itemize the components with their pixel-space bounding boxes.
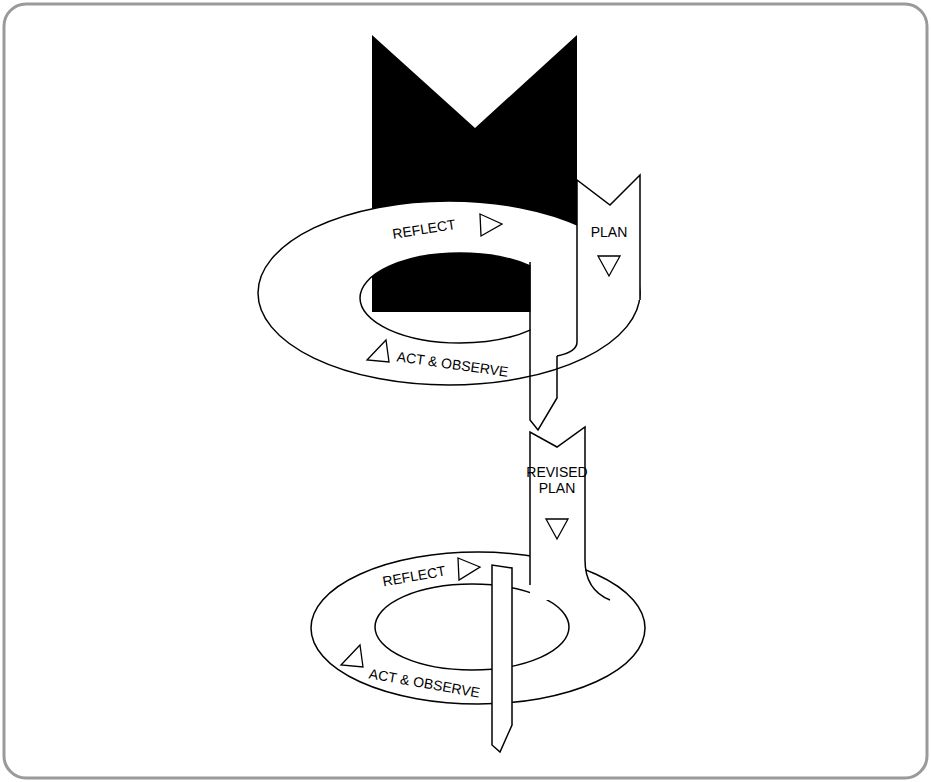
direction-arrow bbox=[367, 340, 389, 362]
revised-plan-band-outline bbox=[530, 427, 610, 600]
revised-plan-band bbox=[530, 427, 585, 600]
stem-fill bbox=[492, 565, 512, 752]
frame bbox=[4, 4, 927, 778]
direction-arrow bbox=[598, 256, 620, 276]
direction-arrow bbox=[546, 519, 568, 539]
stage-label: PLAN bbox=[590, 224, 629, 240]
plan-band-outline bbox=[577, 175, 640, 342]
spiral-ring bbox=[311, 552, 645, 704]
direction-arrow bbox=[341, 645, 363, 667]
stem-outline bbox=[530, 262, 557, 430]
spiral-strip bbox=[531, 256, 577, 352]
band-curve bbox=[557, 342, 577, 356]
direction-arrow bbox=[458, 558, 480, 580]
stage-label: REVISED PLAN bbox=[522, 464, 592, 496]
stem-fill bbox=[530, 386, 557, 430]
direction-arrow bbox=[480, 214, 502, 236]
plan-band bbox=[577, 175, 640, 300]
stem-outline bbox=[492, 565, 512, 752]
